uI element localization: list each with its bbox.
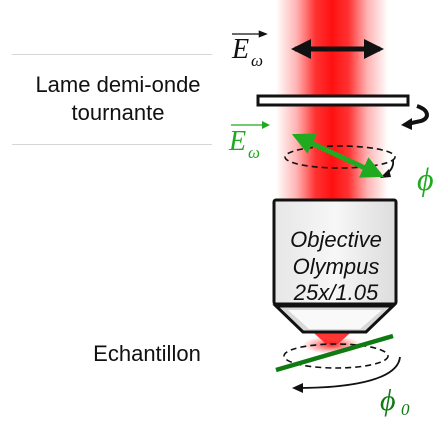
sample-label: Echantillon <box>93 341 201 366</box>
rotated-field-label: E ω <box>228 121 270 162</box>
sample-rotation-ellipse <box>283 343 389 369</box>
sample-rotation-arrow-head <box>292 383 303 393</box>
separator-top <box>12 54 212 55</box>
rotated-field-symbol: E <box>228 126 246 157</box>
sample-angle-symbol: ϕ <box>380 384 396 417</box>
incident-field-symbol: E <box>231 34 249 65</box>
objective: Objective Olympus 25x/1.05 <box>272 198 398 334</box>
half-wave-plate <box>256 94 410 107</box>
incident-field-subscript: ω <box>251 51 263 70</box>
half-wave-plate-label-line1: Lame demi-onde <box>35 72 201 97</box>
separator-bottom <box>12 144 212 145</box>
sample-orientation-line <box>275 333 394 373</box>
rotated-field-subscript: ω <box>248 143 260 162</box>
plate-angle-symbol: ϕ <box>417 161 434 197</box>
green-arrow-icon <box>291 133 385 178</box>
objective-label-line2: Olympus <box>293 254 380 279</box>
incident-field-label: E ω <box>231 30 268 70</box>
sample-angle-subscript: 0 <box>401 400 410 419</box>
sample-rotation-arrow <box>295 356 401 389</box>
half-wave-plate-label-line2: tournante <box>71 100 165 125</box>
objective-label-line3: 25x/1.05 <box>293 280 379 305</box>
curved-arrow-icon <box>401 104 429 130</box>
objective-label-line1: Objective <box>290 227 382 252</box>
